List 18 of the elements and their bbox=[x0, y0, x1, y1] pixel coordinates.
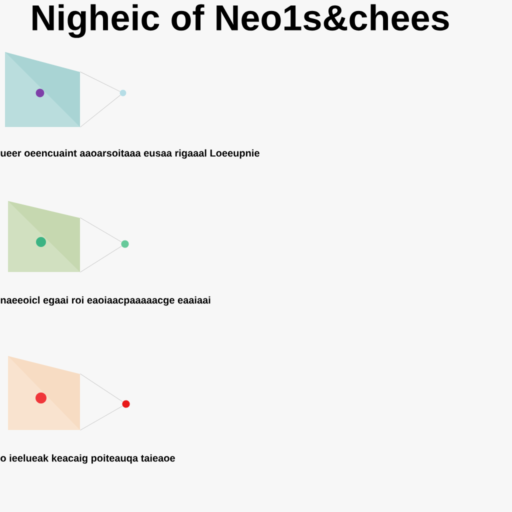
panel-shape bbox=[8, 356, 80, 430]
small-circle bbox=[122, 400, 130, 408]
dot bbox=[36, 237, 46, 247]
panel-shape bbox=[8, 201, 80, 272]
connector-line bbox=[80, 94, 121, 128]
connector-line bbox=[80, 218, 122, 242]
connector-line bbox=[80, 406, 123, 430]
dot bbox=[36, 392, 46, 404]
panel-shape bbox=[5, 52, 80, 127]
dot bbox=[36, 88, 44, 98]
caption: ueer oeencuaint aaoarsoitaaa eusaa rigaaal Loeeupnie bbox=[0, 149, 260, 159]
title: Nigheic of Neo1s&chees bbox=[32, 4, 449, 38]
small-circle bbox=[121, 240, 129, 248]
connector-line bbox=[80, 246, 122, 272]
connector-line bbox=[80, 374, 123, 402]
caption: o ieelueak keacaig poiteauqa taieaoe bbox=[0, 454, 175, 464]
connector-line bbox=[80, 72, 120, 92]
caption: naeeoicl egaai roi eaoiaacpaaaaacge eaaiaai bbox=[0, 296, 210, 306]
